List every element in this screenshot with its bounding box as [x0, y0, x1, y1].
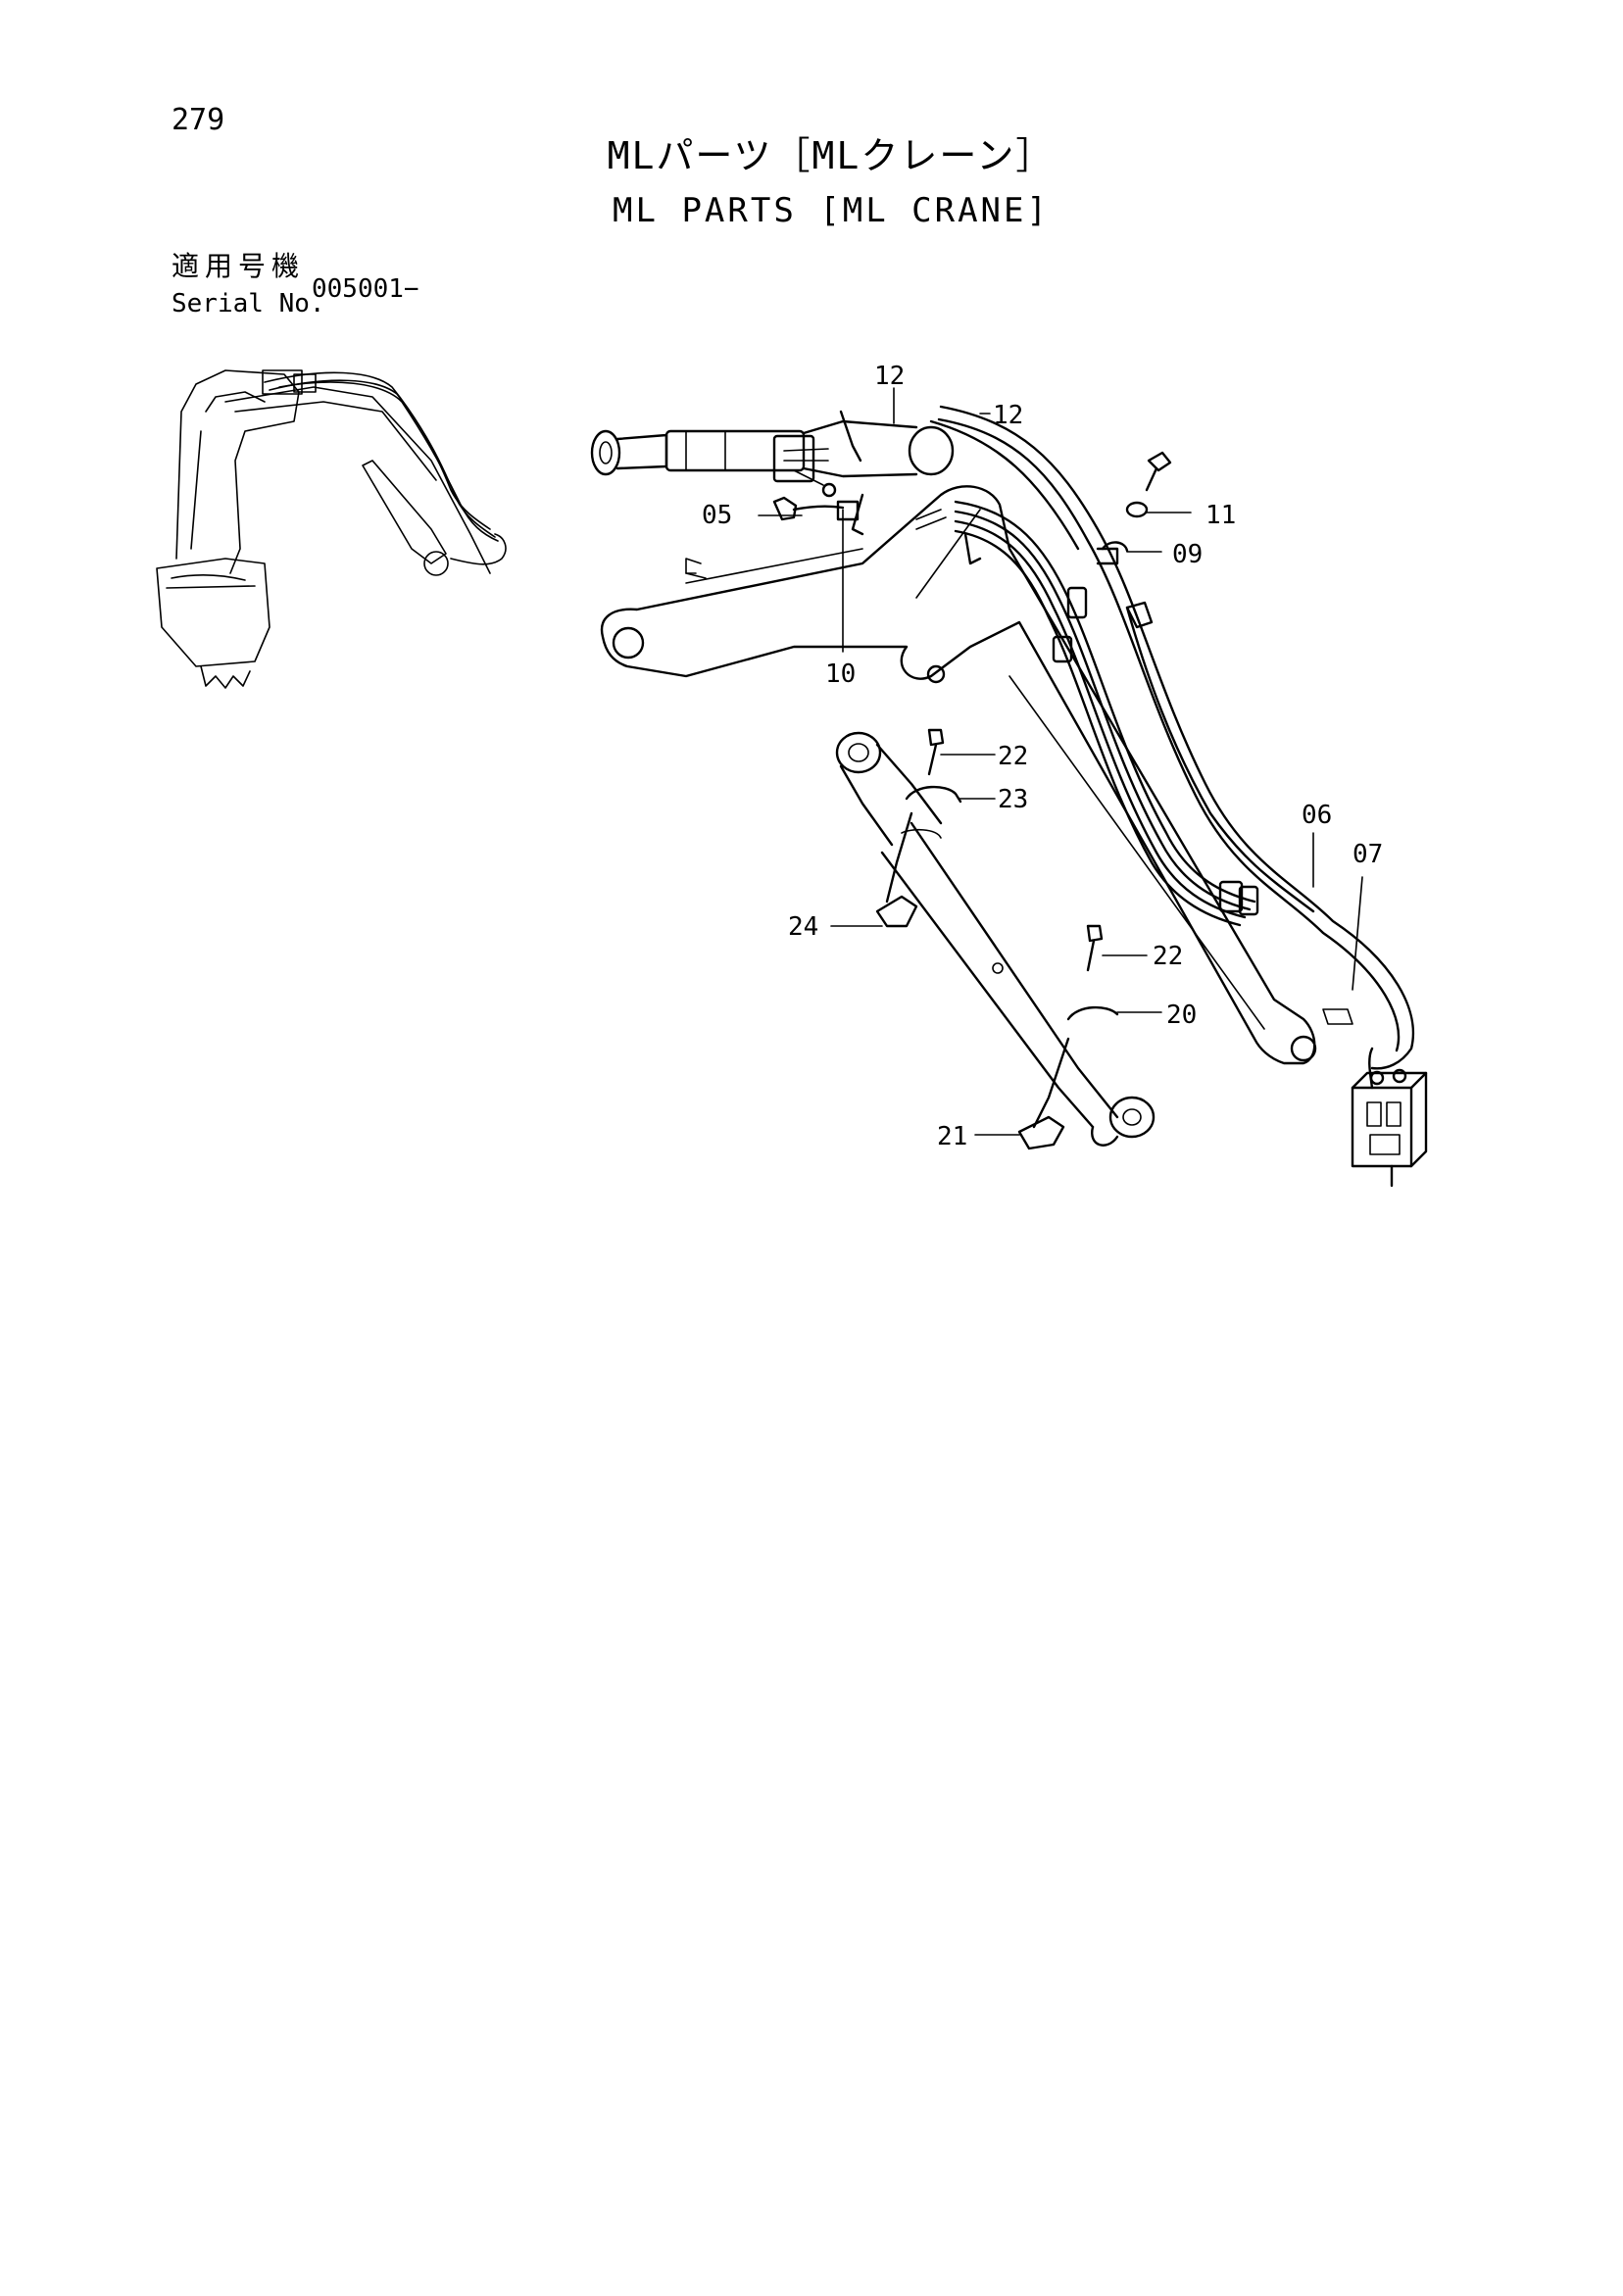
callout-09: 09 — [1172, 540, 1203, 569]
callout-12-upper: 12 — [874, 362, 905, 391]
hardware-parts — [772, 451, 1172, 1150]
page-title-japanese: MLパーツ［MLクレーン］ — [607, 134, 1056, 177]
callout-23: 23 — [998, 785, 1028, 814]
callout-05: 05 — [702, 501, 732, 530]
boom-arm-body — [600, 485, 1353, 1065]
callout-10: 10 — [825, 659, 856, 689]
boom-cylinder — [835, 731, 1156, 1147]
control-valve-block — [1351, 1068, 1428, 1188]
callout-06: 06 — [1302, 801, 1332, 830]
callout-12-right: 12 — [993, 401, 1023, 430]
serial-number-range: 005001− — [312, 274, 419, 304]
serial-label-english: Serial No. — [172, 289, 325, 318]
callout-07: 07 — [1352, 840, 1383, 869]
callout-leader-lines — [758, 387, 1363, 1136]
page-title-english: ML PARTS [ML CRANE] — [613, 191, 1050, 230]
page-number: 279 — [172, 103, 225, 137]
callout-22-upper: 22 — [998, 742, 1028, 771]
serial-label-japanese: 適用号機 — [172, 250, 306, 282]
callout-labels: 12 12 05 11 09 10 22 23 06 07 24 22 20 2… — [702, 362, 1383, 1151]
overview-excavator-arm-illustration — [156, 369, 507, 689]
callout-11: 11 — [1205, 501, 1236, 530]
callout-21: 21 — [937, 1122, 967, 1151]
callout-22-lower: 22 — [1153, 942, 1183, 971]
callout-24: 24 — [788, 912, 818, 942]
hydraulic-hoses — [929, 405, 1415, 1090]
callout-20: 20 — [1166, 1001, 1197, 1030]
arm-cylinder — [590, 410, 955, 486]
